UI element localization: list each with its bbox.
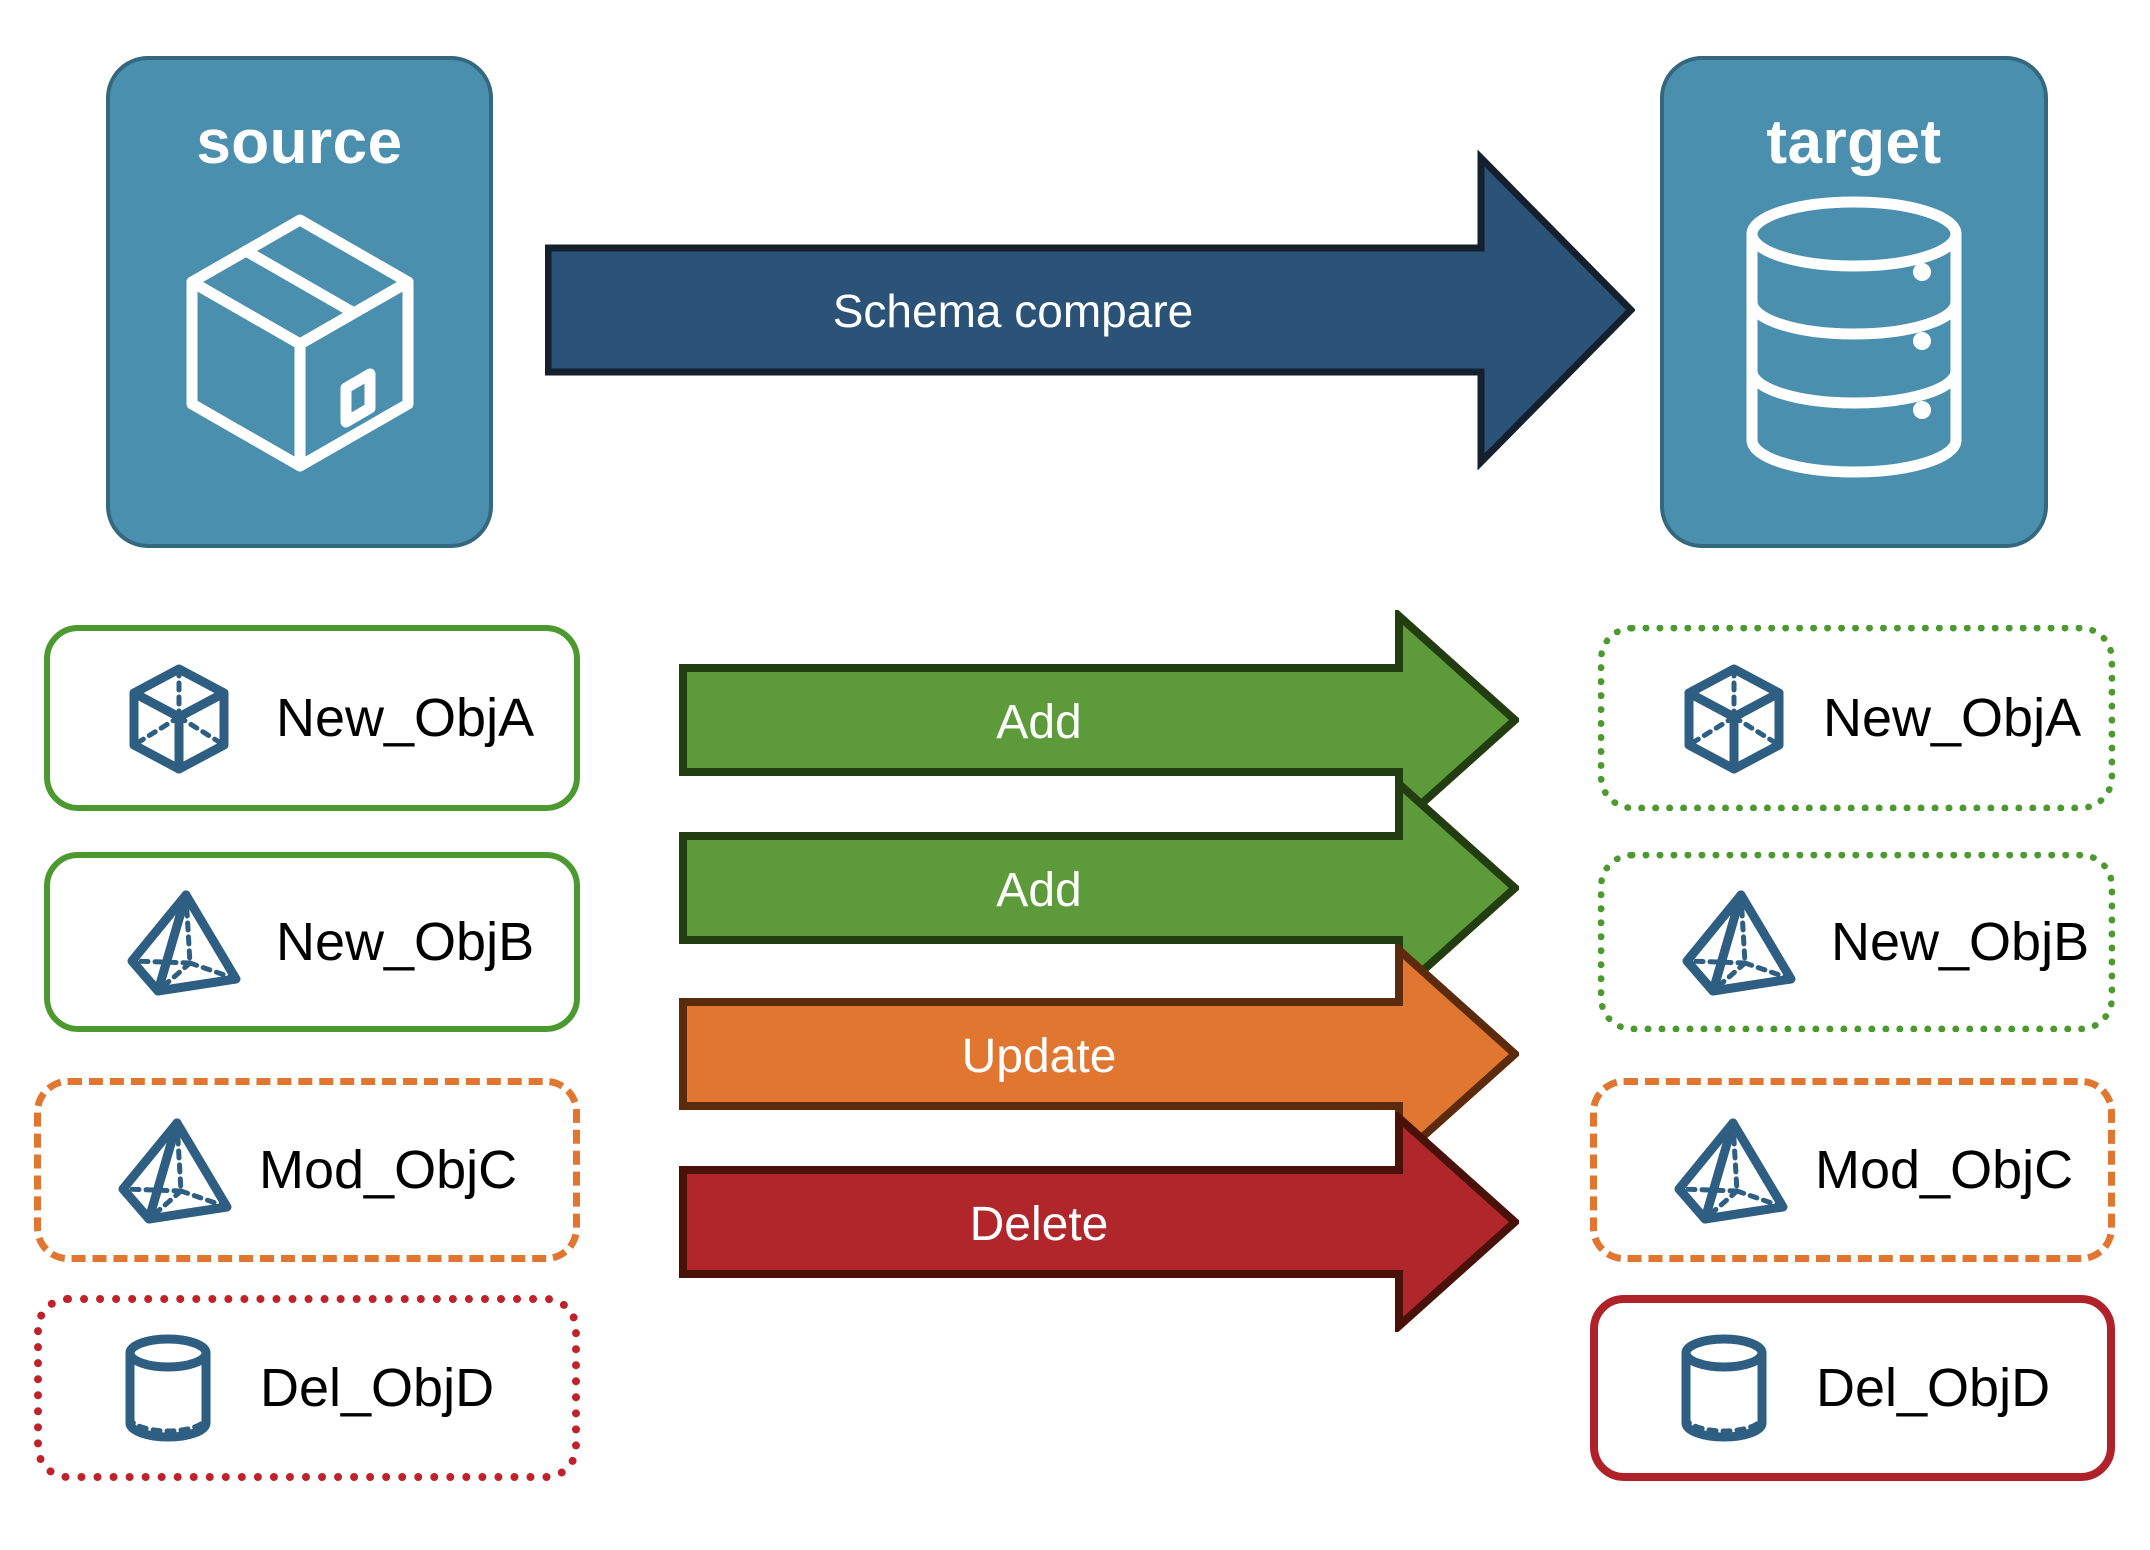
target-object-label-3: Mod_ObjC <box>1815 1140 2074 1200</box>
wireframe-pyramid-icon <box>1679 883 1797 1001</box>
wireframe-pyramid-icon <box>124 883 242 1001</box>
action-arrow-label-2: Add <box>996 864 1082 917</box>
source-object-label-3: Mod_ObjC <box>259 1140 518 1200</box>
wireframe-cylinder-icon <box>116 1329 220 1447</box>
wireframe-pyramid-icon <box>115 1111 233 1229</box>
target-object-label-1: New_ObjA <box>1823 688 2082 748</box>
source-object-label-1: New_ObjA <box>276 688 535 748</box>
action-arrow-label-3: Update <box>961 1030 1117 1083</box>
source-object-label-4: Del_ObjD <box>260 1358 495 1418</box>
source-object-box-2[interactable]: New_ObjB <box>44 852 580 1032</box>
schema-compare-arrow[interactable]: Schema compare <box>544 149 1636 471</box>
source-panel-title: source <box>196 108 403 177</box>
action-arrow-label-4: Delete <box>969 1198 1109 1251</box>
source-object-box-4[interactable]: Del_ObjD <box>34 1295 580 1481</box>
action-arrow-label-1: Add <box>996 696 1082 749</box>
action-arrow-1[interactable]: Add <box>679 607 1521 833</box>
source-object-label-2: New_ObjB <box>276 912 535 972</box>
wireframe-cylinder-icon <box>1672 1329 1776 1447</box>
target-object-box-1[interactable]: New_ObjA <box>1598 625 2115 811</box>
package-box-icon <box>170 192 430 497</box>
target-object-box-4[interactable]: Del_ObjD <box>1590 1295 2115 1481</box>
schema-compare-arrow-label: Schema compare <box>832 285 1194 337</box>
target-object-box-3[interactable]: Mod_ObjC <box>1590 1078 2115 1262</box>
target-panel-title: target <box>1766 108 1942 177</box>
wireframe-cube-icon <box>1679 659 1789 777</box>
target-object-box-2[interactable]: New_ObjB <box>1598 852 2115 1032</box>
target-object-label-4: Del_ObjD <box>1816 1358 2051 1418</box>
source-object-box-3[interactable]: Mod_ObjC <box>34 1078 580 1262</box>
target-object-label-2: New_ObjB <box>1831 912 2090 972</box>
database-cylinder-icon <box>1734 192 1974 487</box>
action-arrow-2[interactable]: Add <box>679 775 1521 1001</box>
source-panel[interactable]: source <box>106 56 493 548</box>
action-arrow-3[interactable]: Update <box>679 941 1521 1167</box>
wireframe-pyramid-icon <box>1671 1111 1789 1229</box>
target-panel[interactable]: target <box>1660 56 2048 548</box>
action-arrow-4[interactable]: Delete <box>679 1109 1521 1335</box>
source-object-box-1[interactable]: New_ObjA <box>44 625 580 811</box>
wireframe-cube-icon <box>124 659 234 777</box>
